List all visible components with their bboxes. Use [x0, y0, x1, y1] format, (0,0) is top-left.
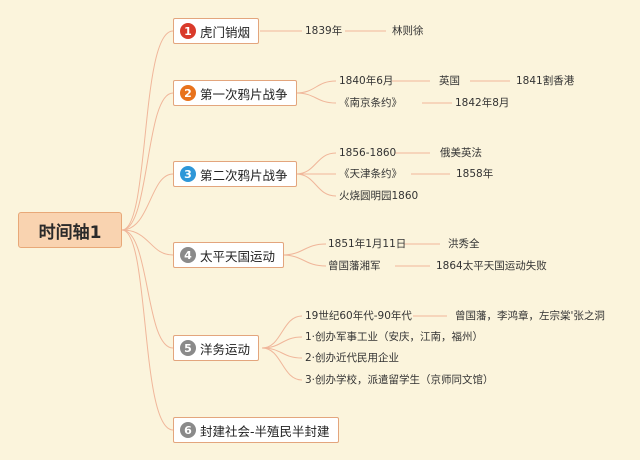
leaf-item[interactable]: 《天津条约》: [339, 168, 402, 180]
leaf-item[interactable]: 1840年6月: [339, 75, 394, 87]
topic-label: 洋务运动: [200, 341, 251, 357]
leaf-item[interactable]: 1851年1月11日: [328, 238, 407, 250]
topic-4[interactable]: 4 太平天国运动: [173, 242, 285, 268]
leaf-item[interactable]: 林则徐: [392, 25, 424, 37]
topic-label: 第二次鸦片战争: [200, 167, 288, 183]
topic-6[interactable]: 6 封建社会-半殖民半封建: [173, 417, 339, 443]
leaf-item[interactable]: 洪秀全: [448, 238, 480, 250]
leaf-item[interactable]: 1858年: [456, 168, 494, 180]
number-badge-icon: 6: [180, 422, 196, 438]
number-badge-icon: 4: [180, 247, 196, 263]
topic-label: 太平天国运动: [200, 248, 276, 264]
topic-label: 封建社会-半殖民半封建: [200, 423, 330, 439]
number-badge-icon: 1: [180, 23, 196, 39]
leaf-item[interactable]: 《南京条约》: [339, 97, 402, 109]
leaf-item[interactable]: 曾国藩，李鸿章，左宗棠'张之洞: [455, 310, 605, 322]
leaf-item[interactable]: 英国: [439, 75, 460, 87]
leaf-item[interactable]: 1·创办军事工业（安庆，江南，福州）: [305, 331, 484, 343]
leaf-item[interactable]: 3·创办学校，派遣留学生（京师同文馆）: [305, 374, 494, 386]
topic-label: 虎门销烟: [200, 24, 251, 40]
number-badge-icon: 3: [180, 166, 196, 182]
number-badge-icon: 2: [180, 85, 196, 101]
root-topic[interactable]: 时间轴1: [18, 212, 122, 248]
topic-1[interactable]: 1 虎门销烟: [173, 18, 260, 44]
leaf-item[interactable]: 曾国藩湘军: [328, 260, 381, 272]
leaf-item[interactable]: 火烧圆明园1860: [339, 190, 419, 202]
root-topic-label: 时间轴1: [38, 222, 102, 243]
number-badge-icon: 5: [180, 340, 196, 356]
leaf-item[interactable]: 1864太平天国运动失败: [436, 260, 547, 272]
leaf-item[interactable]: 1841割香港: [516, 75, 575, 87]
leaf-item[interactable]: 1856-1860: [339, 147, 397, 159]
leaf-item[interactable]: 俄美英法: [440, 147, 482, 159]
leaf-item[interactable]: 2·创办近代民用企业: [305, 352, 400, 364]
leaf-item[interactable]: 1839年: [305, 25, 343, 37]
leaf-item[interactable]: 19世纪60年代-90年代: [305, 310, 412, 322]
topic-5[interactable]: 5 洋务运动: [173, 335, 260, 361]
topic-3[interactable]: 3 第二次鸦片战争: [173, 161, 297, 187]
topic-label: 第一次鸦片战争: [200, 86, 288, 102]
leaf-item[interactable]: 1842年8月: [455, 97, 510, 109]
topic-2[interactable]: 2 第一次鸦片战争: [173, 80, 297, 106]
